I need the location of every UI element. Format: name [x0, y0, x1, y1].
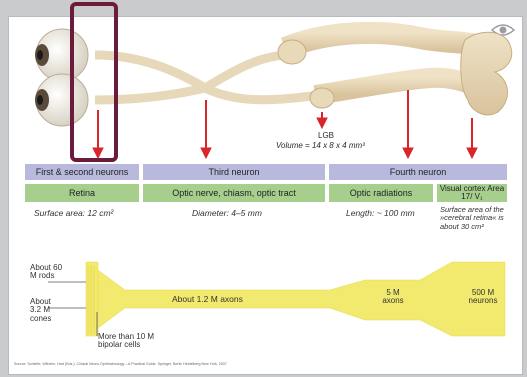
- optic-tract-upper: [205, 55, 290, 88]
- section-retina: Retina: [25, 184, 139, 202]
- count-5m-axons: 5 M axons: [378, 289, 408, 306]
- lgb-lower: [310, 88, 334, 108]
- section-optic-radiations: Optic radiations: [329, 184, 433, 202]
- count-rods: About 60 M rods: [30, 264, 64, 281]
- lgb-volume: Volume = 14 x 8 x 4 mm³: [276, 141, 365, 150]
- count-cones: About 3.2 M cones: [30, 298, 64, 323]
- measure-optic-nerve: Diameter: 4–5 mm: [192, 208, 262, 218]
- visual-cortex-shape: [461, 32, 512, 115]
- highlight-box: [70, 2, 118, 162]
- source-caption: Source: Schiefer, Wilhelm, Hart (Eds.). …: [14, 362, 227, 366]
- measure-cortex: Surface area of the »cerebral retina« is…: [440, 206, 506, 231]
- optic-radiation-upper: [285, 33, 490, 50]
- measure-optic-radiations: Length: ~ 100 mm: [346, 208, 415, 218]
- lgb-label: LGB: [318, 131, 334, 140]
- header-fourth-neuron: Fourth neuron: [329, 164, 507, 180]
- optic-tract-lower: [205, 88, 320, 100]
- count-bipolar: More than 10 M bipolar cells: [98, 333, 158, 350]
- count-500m-neurons: 500 M neurons: [466, 289, 500, 306]
- count-axons: About 1.2 M axons: [172, 295, 243, 304]
- measure-retina: Surface area: 12 cm²: [34, 208, 113, 218]
- axon-flow-shape: [86, 262, 505, 336]
- header-third-neuron: Third neuron: [143, 164, 325, 180]
- lgb-upper: [278, 40, 306, 64]
- section-visual-cortex: Visual cortex Area 17/ V₁: [437, 184, 507, 202]
- section-optic-nerve: Optic nerve, chiasm, optic tract: [143, 184, 325, 202]
- header-first-second-neurons: First & second neurons: [25, 164, 139, 180]
